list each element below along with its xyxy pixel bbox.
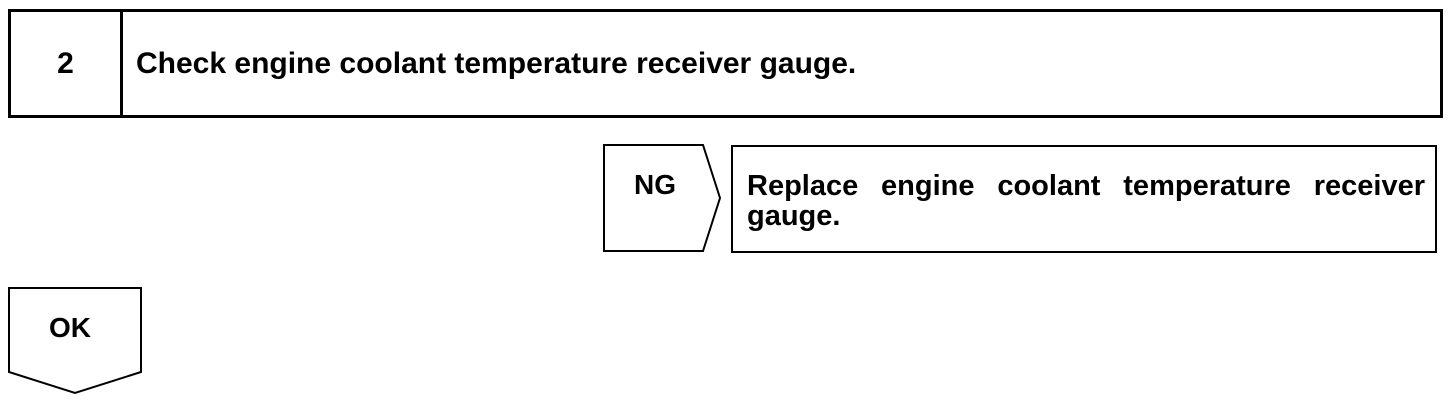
ok-label: OK	[49, 312, 91, 343]
ok-arrow-shape	[8, 287, 142, 395]
step-title: Check engine coolant temperature receive…	[136, 46, 857, 80]
step-number: 2	[11, 12, 123, 115]
ng-action-box: Replace engine coolant temperature recei…	[731, 145, 1437, 253]
ng-action-text: Replace engine coolant temperature recei…	[747, 170, 1425, 232]
step-box: 2 Check engine coolant temperature recei…	[8, 9, 1443, 118]
ng-label: NG	[634, 169, 676, 200]
ng-arrow-shape	[603, 144, 722, 252]
